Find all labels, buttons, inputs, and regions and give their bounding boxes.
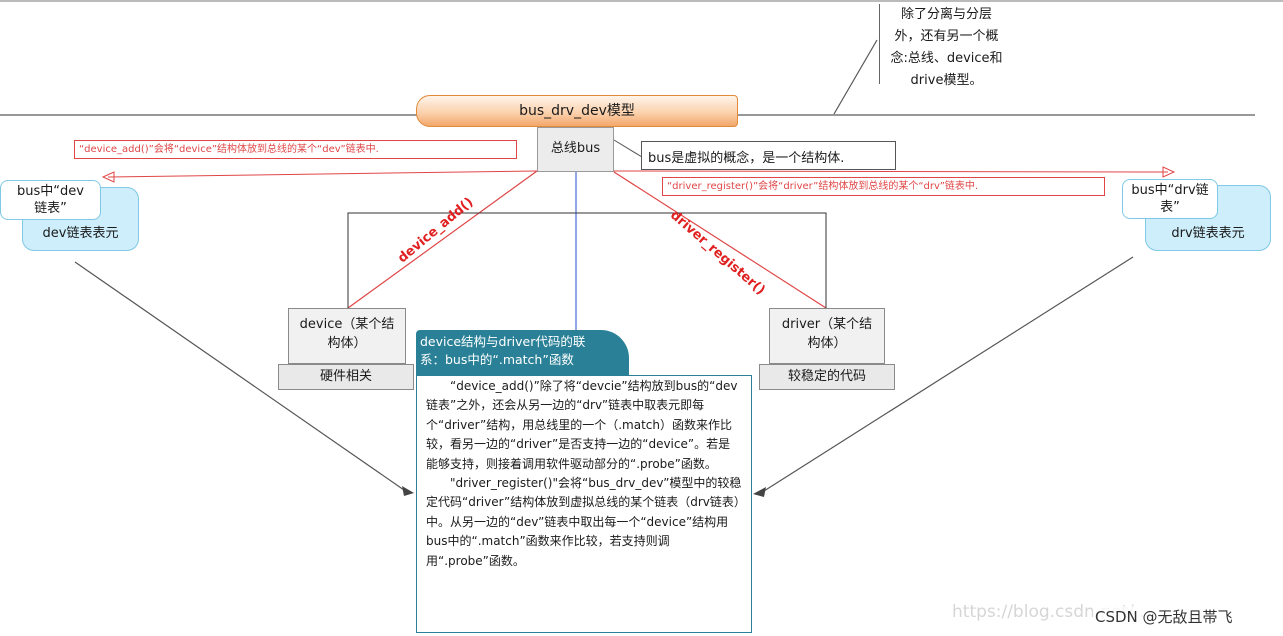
dev-list-tag-line-2: 链表”: [34, 201, 67, 216]
bus-box: 总线bus: [537, 127, 614, 172]
left-diagonal-tip: [402, 486, 414, 496]
left-diagonal: [74, 261, 405, 491]
red-arrow-left: [107, 170, 538, 178]
bus-note-pointer: [613, 139, 643, 158]
watermark: CSDN @无敌且帯飞: [1093, 606, 1235, 627]
dev-list-tag-line-1: bus中“dev: [17, 184, 84, 199]
right-diagonal-tip: [753, 487, 766, 497]
bracket-lines: [347, 212, 827, 308]
driver-register-line: [613, 171, 827, 309]
driver-struct-box: driver（某个结 构体）: [769, 308, 885, 364]
bus-note: bus是虚拟的概念，是一个结构体.: [641, 141, 896, 170]
drv-list-tag: bus中“drv链 表”: [1122, 179, 1218, 219]
callout-header-line-2: 系：bus中的“.match”函数: [420, 352, 574, 367]
hardware-related-label: 硬件相关: [278, 364, 414, 390]
top-note-pointer: [833, 39, 878, 115]
drv-list-tag-line-1: bus中“drv链: [1131, 183, 1209, 198]
device-add-line: [347, 170, 538, 309]
red-arrowhead-left: [101, 171, 115, 183]
red-arrow-right: [613, 170, 1169, 173]
callout-paragraph-1: “device_add()”除了将“devcie”结构放到bus的“dev链表”…: [426, 379, 738, 471]
red-arrowhead-right: [1162, 166, 1176, 178]
top-note: 除了分离与分层 外，还有另一个概 念:总线、device和 drive模型。: [879, 4, 1007, 88]
device-box-line-2: 构体）: [327, 336, 367, 351]
right-diagonal: [763, 256, 1134, 492]
device-struct-box: device（某个结 构体）: [288, 308, 406, 364]
callout-paragraph-2: "driver_register()"会将“bus_drv_dev”模型中的较稳…: [426, 476, 742, 568]
top-note-line-1: 除了分离与分层: [900, 7, 992, 22]
drv-list-tag-line-2: 表”: [1160, 200, 1180, 215]
top-note-line-3: 念:总线、device和: [890, 51, 1003, 66]
stable-code-label: 较稳定的代码: [759, 364, 895, 390]
driver-box-line-2: 构体）: [807, 336, 847, 351]
dev-list-tag: bus中“dev 链表”: [0, 180, 101, 220]
callout-body: “device_add()”除了将“devcie”结构放到bus的“dev链表”…: [416, 375, 752, 633]
callout-header-line-1: device结构与driver代码的联: [420, 334, 586, 349]
driver-box-line-1: driver（某个结: [781, 317, 873, 332]
top-note-line-4: drive模型。: [910, 73, 983, 88]
device-add-note: “device_add()”会将“device”结构体放到总线的某个“dev”链…: [74, 140, 517, 159]
callout-header: device结构与driver代码的联 系：bus中的“.match”函数: [416, 330, 629, 375]
device-box-line-1: device（某个结: [299, 317, 395, 332]
driver-register-note: “driver_register()”会将“driver”结构体放到总线的某个“…: [662, 177, 1105, 196]
top-note-line-2: 外，还有另一个概: [894, 29, 999, 44]
model-title-banner: bus_drv_dev模型: [416, 95, 738, 127]
